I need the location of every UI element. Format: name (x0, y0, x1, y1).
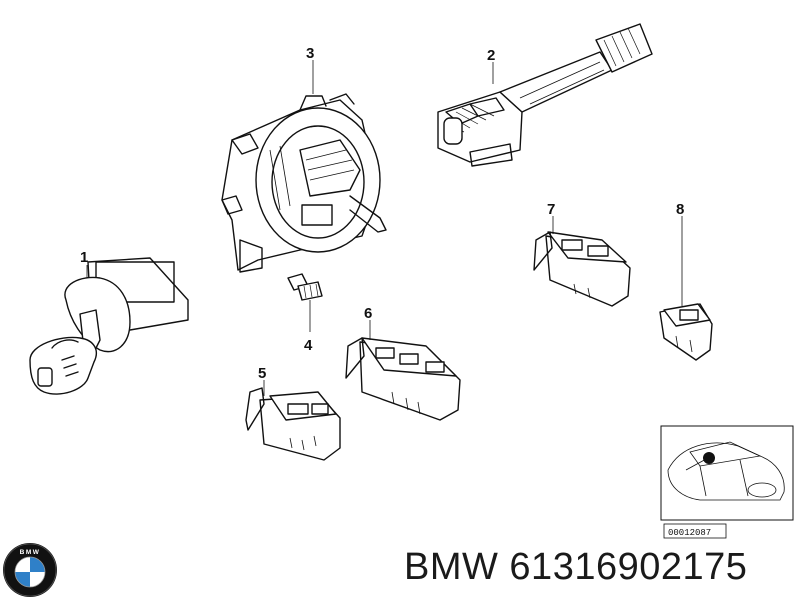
callout-6: 6 (364, 305, 372, 340)
location-inset: 00012087 (660, 425, 794, 539)
svg-text:4: 4 (304, 337, 313, 354)
inset-reference-code: 00012087 (668, 528, 711, 538)
part-number-title: BMW 61316902175 (404, 546, 748, 588)
part-1-stalk-switch (29, 257, 189, 395)
svg-text:5: 5 (258, 365, 266, 382)
callout-2: 2 (487, 47, 495, 84)
svg-text:6: 6 (364, 305, 372, 322)
part-4-bolt (287, 273, 323, 301)
callout-1: 1 (80, 249, 88, 278)
logo-letters: BMW (20, 549, 41, 556)
part-3-clockspring-housing (221, 93, 387, 273)
callout-3: 3 (306, 45, 314, 94)
part-2-stalk-switch (437, 23, 653, 167)
svg-text:3: 3 (306, 45, 314, 62)
part-5-switch-block (245, 387, 341, 461)
svg-text:8: 8 (676, 201, 684, 218)
callout-8: 8 (676, 201, 684, 306)
part-8-single-switch (659, 303, 713, 361)
part-7-switch-block (533, 231, 631, 307)
svg-text:2: 2 (487, 47, 495, 64)
svg-text:7: 7 (547, 201, 555, 218)
callout-5: 5 (258, 365, 266, 396)
callout-4: 4 (304, 300, 313, 354)
svg-text:1: 1 (80, 249, 88, 266)
bmw-logo-icon: BMW (3, 543, 57, 597)
callout-7: 7 (547, 201, 555, 234)
part-6-switch-block (345, 337, 461, 421)
